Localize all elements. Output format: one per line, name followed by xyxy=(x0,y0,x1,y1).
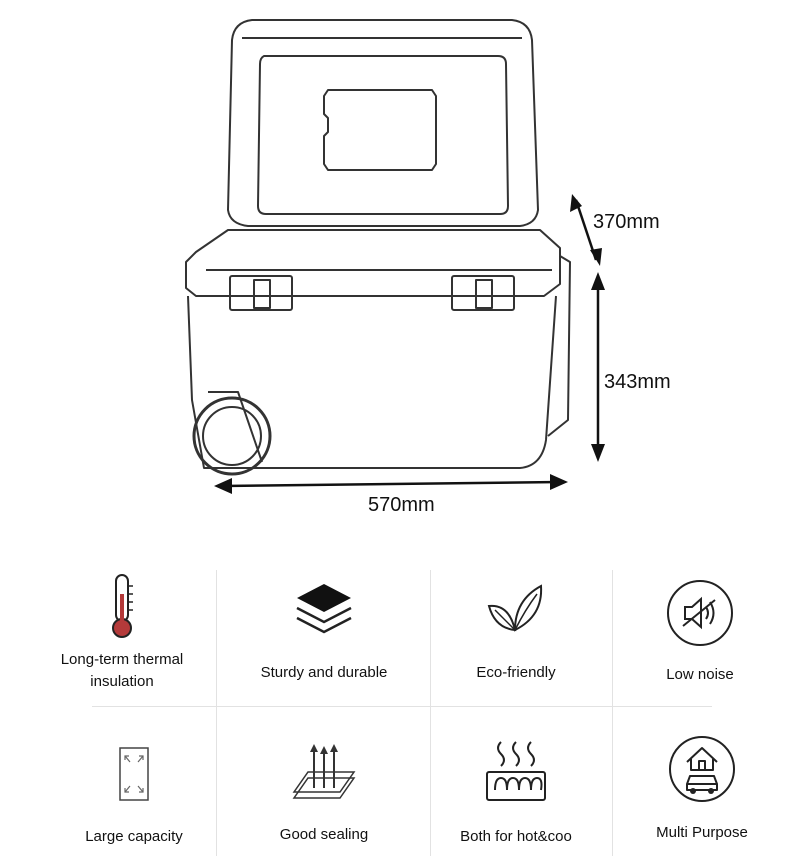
width-label: 570mm xyxy=(368,494,435,516)
feature-eco-friendly: Eco-friendly xyxy=(416,580,616,684)
feature-label: Eco-friendly xyxy=(476,664,556,681)
feature-grid: Long-term thermal insulation Sturdy and … xyxy=(0,560,800,866)
heat-coil-icon xyxy=(486,741,546,801)
leaf-icon xyxy=(487,584,543,632)
label-plate xyxy=(323,89,437,171)
feature-hot-cold: Both for hot&coo xyxy=(416,740,616,848)
mute-speaker-icon xyxy=(667,580,733,646)
cooler-body xyxy=(187,295,557,469)
cooler-diagram xyxy=(185,19,605,494)
depth-label: 370mm xyxy=(593,211,660,233)
feature-label: Long-term thermal insulation xyxy=(60,651,184,690)
feature-thermal-insulation: Long-term thermal insulation xyxy=(22,572,222,693)
thermometer-icon xyxy=(112,574,133,638)
feature-multi-purpose: Multi Purpose xyxy=(602,734,800,844)
latch-left xyxy=(229,275,293,311)
wheel xyxy=(192,396,272,476)
feature-label: Low noise xyxy=(666,666,734,683)
cooler-rim xyxy=(185,229,561,297)
cooler-lid xyxy=(227,19,539,227)
height-label: 343mm xyxy=(604,371,671,393)
latch-right xyxy=(451,275,515,311)
house-car-icon xyxy=(669,736,735,802)
feature-label: Both for hot&coo xyxy=(460,828,572,845)
feature-label: Sturdy and durable xyxy=(260,664,388,681)
feature-large-capacity: Large capacity xyxy=(34,744,234,848)
feature-sturdy: Sturdy and durable xyxy=(224,580,424,684)
feature-label: Large capacity xyxy=(85,828,183,845)
layers-icon xyxy=(296,584,352,634)
feature-label: Multi Purpose xyxy=(656,824,748,841)
expand-box-icon xyxy=(119,747,149,801)
feature-label: Good sealing xyxy=(279,826,369,843)
feature-good-sealing: Good sealing xyxy=(224,742,424,846)
sealing-layers-icon xyxy=(292,744,356,799)
feature-low-noise: Low noise xyxy=(600,578,800,686)
